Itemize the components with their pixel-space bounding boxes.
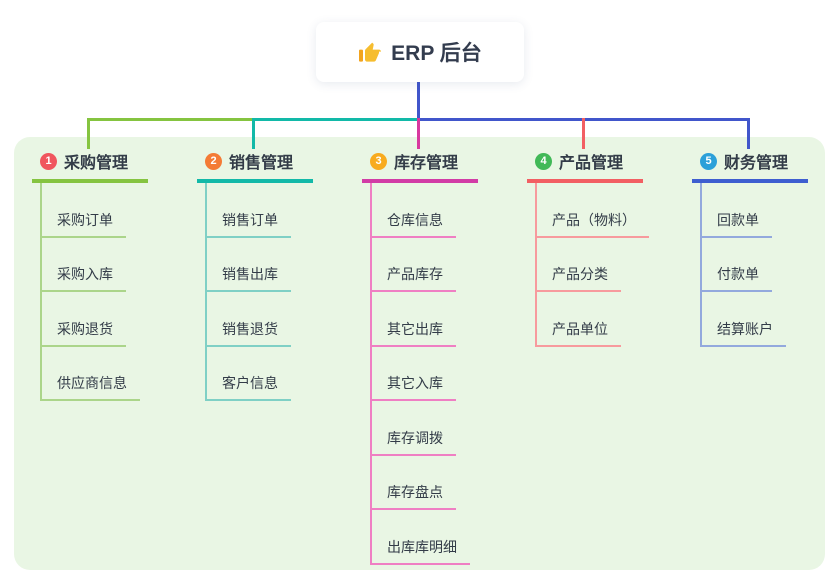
child-node-label: 销售退货 bbox=[205, 319, 291, 347]
child-node-label: 供应商信息 bbox=[40, 373, 140, 401]
child-node-label: 出库库明细 bbox=[370, 537, 470, 565]
branch-number-badge: 1 bbox=[40, 152, 57, 170]
branch-title: 销售管理 bbox=[229, 155, 294, 172]
child-node[interactable]: 产品库存 bbox=[370, 238, 478, 292]
root-connector-stem bbox=[417, 82, 420, 119]
branch-drop-connector bbox=[252, 118, 255, 149]
root-node-title: ERP 后台 bbox=[391, 42, 482, 65]
branch-header[interactable]: 1 采购管理 bbox=[32, 149, 148, 183]
branch-3: 3 库存管理仓库信息产品库存其它出库其它入库库存调拨库存盘点出库库明细 bbox=[362, 149, 478, 565]
child-node[interactable]: 付款单 bbox=[700, 238, 808, 292]
child-node-label: 产品（物料） bbox=[535, 210, 649, 238]
child-node[interactable]: 结算账户 bbox=[700, 292, 808, 347]
child-node[interactable]: 库存盘点 bbox=[370, 456, 478, 510]
child-node-label: 其它入库 bbox=[370, 373, 456, 401]
branch-title: 产品管理 bbox=[559, 155, 624, 172]
child-node-label: 采购退货 bbox=[40, 319, 126, 347]
branch-1: 1 采购管理采购订单采购入库采购退货供应商信息 bbox=[32, 149, 148, 401]
child-node[interactable]: 采购入库 bbox=[40, 238, 148, 292]
child-node-label: 采购订单 bbox=[40, 210, 126, 238]
child-node[interactable]: 仓库信息 bbox=[370, 183, 478, 238]
child-node-label: 库存盘点 bbox=[370, 482, 456, 510]
child-node-label: 客户信息 bbox=[205, 373, 291, 401]
child-node[interactable]: 供应商信息 bbox=[40, 347, 148, 401]
branch-2: 2 销售管理销售订单销售出库销售退货客户信息 bbox=[197, 149, 313, 401]
branch-drop-connector bbox=[87, 118, 90, 149]
child-node[interactable]: 出库库明细 bbox=[370, 510, 478, 565]
child-node[interactable]: 采购退货 bbox=[40, 292, 148, 347]
child-node[interactable]: 其它入库 bbox=[370, 347, 478, 401]
branch-number-badge: 5 bbox=[700, 152, 717, 170]
child-node-label: 付款单 bbox=[700, 264, 772, 292]
branch-number-badge: 2 bbox=[205, 152, 222, 170]
child-node[interactable]: 采购订单 bbox=[40, 183, 148, 238]
branch-children-group: 仓库信息产品库存其它出库其它入库库存调拨库存盘点出库库明细 bbox=[370, 183, 478, 565]
branch-children-group: 销售订单销售出库销售退货客户信息 bbox=[205, 183, 313, 401]
child-node[interactable]: 产品分类 bbox=[535, 238, 649, 292]
child-node-label: 库存调拨 bbox=[370, 428, 456, 456]
child-node-label: 销售出库 bbox=[205, 264, 291, 292]
branch-header[interactable]: 4 产品管理 bbox=[527, 149, 643, 183]
root-node-erp[interactable]: ERP 后台 bbox=[316, 22, 524, 82]
connector-segment-green bbox=[87, 118, 254, 121]
child-node[interactable]: 回款单 bbox=[700, 183, 808, 238]
branch-drop-connector bbox=[747, 118, 750, 149]
branch-header[interactable]: 2 销售管理 bbox=[197, 149, 313, 183]
child-node-label: 产品库存 bbox=[370, 264, 456, 292]
child-node-label: 仓库信息 bbox=[370, 210, 456, 238]
branch-number-badge: 4 bbox=[535, 152, 552, 170]
branch-title: 财务管理 bbox=[724, 155, 789, 172]
child-node-label: 其它出库 bbox=[370, 319, 456, 347]
child-node-label: 回款单 bbox=[700, 210, 772, 238]
branch-children-group: 采购订单采购入库采购退货供应商信息 bbox=[40, 183, 148, 401]
child-node-label: 结算账户 bbox=[700, 319, 786, 347]
child-node-label: 采购入库 bbox=[40, 264, 126, 292]
branch-title: 采购管理 bbox=[64, 155, 129, 172]
branch-5: 5 财务管理回款单付款单结算账户 bbox=[692, 149, 808, 347]
branch-header[interactable]: 3 库存管理 bbox=[362, 149, 478, 183]
child-node[interactable]: 销售出库 bbox=[205, 238, 313, 292]
branch-header[interactable]: 5 财务管理 bbox=[692, 149, 808, 183]
child-node[interactable]: 其它出库 bbox=[370, 292, 478, 347]
branch-title: 库存管理 bbox=[394, 155, 459, 172]
child-node[interactable]: 库存调拨 bbox=[370, 401, 478, 456]
branch-4: 4 产品管理产品（物料） 产品分类产品单位 bbox=[527, 149, 649, 347]
branch-drop-connector bbox=[582, 118, 585, 149]
connector-segment-teal bbox=[253, 118, 419, 121]
thumbs-up-icon bbox=[359, 42, 382, 62]
child-node[interactable]: 销售退货 bbox=[205, 292, 313, 347]
child-node[interactable]: 产品单位 bbox=[535, 292, 649, 347]
child-node-label: 产品分类 bbox=[535, 264, 621, 292]
child-node-label: 产品单位 bbox=[535, 319, 621, 347]
mindmap-panel bbox=[14, 137, 825, 570]
branch-number-badge: 3 bbox=[370, 152, 387, 170]
child-node[interactable]: 销售订单 bbox=[205, 183, 313, 238]
branch-drop-connector bbox=[417, 118, 420, 149]
child-node-label: 销售订单 bbox=[205, 210, 291, 238]
branch-children-group: 回款单付款单结算账户 bbox=[700, 183, 808, 347]
child-node[interactable]: 客户信息 bbox=[205, 347, 313, 401]
child-node[interactable]: 产品（物料） bbox=[535, 183, 649, 238]
branch-children-group: 产品（物料） 产品分类产品单位 bbox=[535, 183, 649, 347]
